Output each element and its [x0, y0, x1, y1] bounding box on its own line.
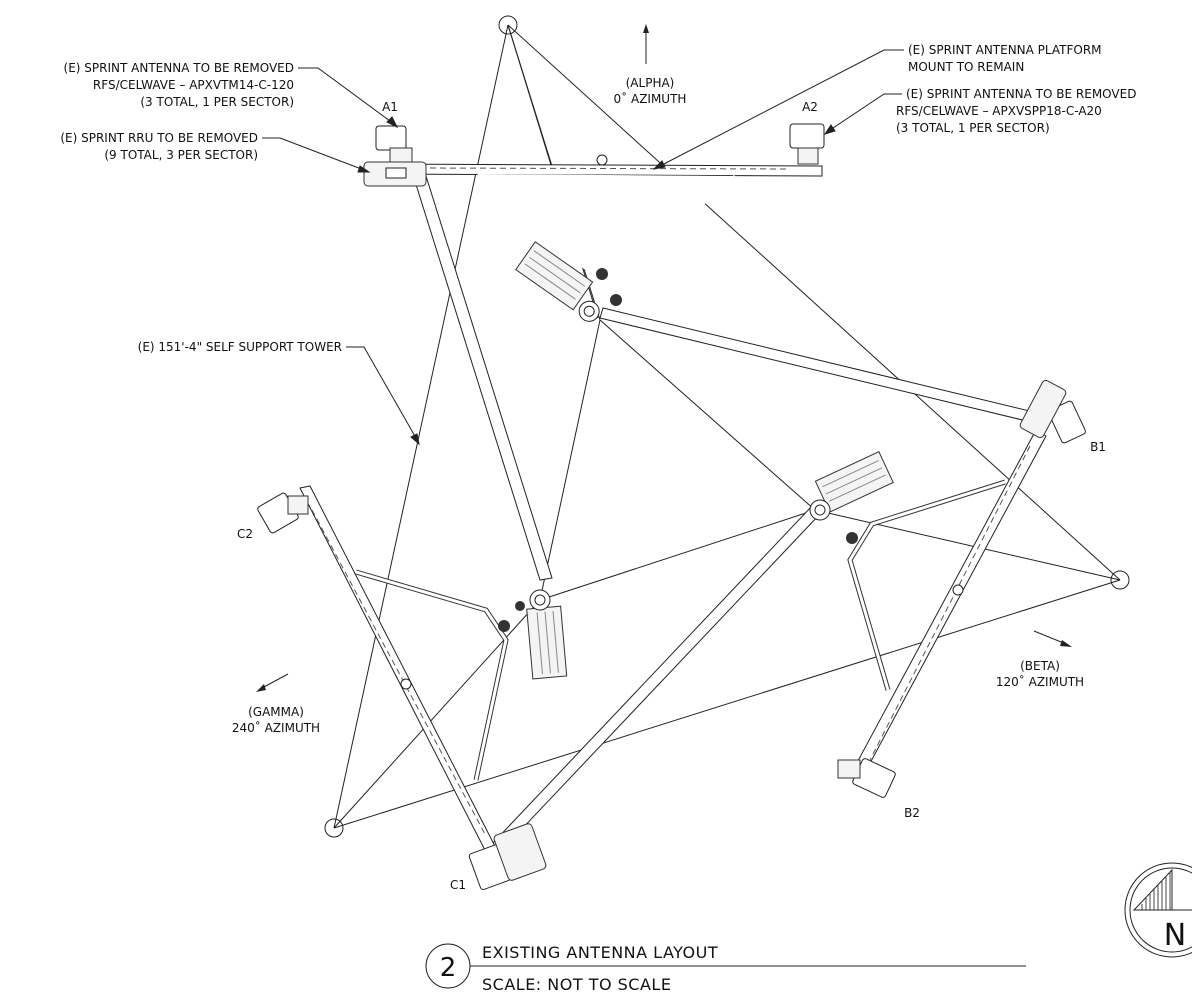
sector-alpha-azimuth: 0˚ AZIMUTH [614, 91, 687, 106]
detail-number: 2 [440, 953, 457, 983]
leader-lines [262, 49, 904, 446]
north-arrow: N [1124, 862, 1192, 958]
platform-beta [491, 429, 1047, 853]
sector-beta-azimuth: 120˚ AZIMUTH [996, 674, 1084, 689]
note-platform-line2: MOUNT TO REMAIN [908, 60, 1024, 74]
sector-beta-name: (BETA) [1020, 659, 1060, 673]
drawing-title: EXISTING ANTENNA LAYOUT [482, 943, 718, 962]
antenna-b1 [1019, 379, 1086, 444]
label-c1: C1 [450, 878, 466, 892]
platform-alpha [371, 154, 1043, 581]
note-antenna-a1-line3: (3 TOTAL, 1 PER SECTOR) [140, 95, 294, 109]
note-antenna-a2-line1: (E) SPRINT ANTENNA TO BE REMOVED [906, 87, 1136, 101]
label-c2: C2 [237, 527, 253, 541]
note-tower: (E) 151'-4" SELF SUPPORT TOWER [138, 340, 342, 354]
note-antenna-a2-line2: RFS/CELWAVE – APXVSPP18-C-A20 [896, 104, 1102, 118]
note-rru-line1: (E) SPRINT RRU TO BE REMOVED [60, 131, 258, 145]
antenna-c2 [257, 492, 309, 534]
mount-beta [809, 450, 894, 521]
drawing-scale: SCALE: NOT TO SCALE [482, 975, 671, 994]
beta-direction-arrow [1033, 630, 1072, 647]
note-antenna-a2-line3: (3 TOTAL, 1 PER SECTOR) [896, 121, 1050, 135]
tower-structure [324, 15, 1130, 838]
label-b2: B2 [904, 806, 920, 820]
mount-gamma [526, 589, 568, 680]
note-antenna-a1-line2: RFS/CELWAVE – APXVTM14-C-120 [93, 78, 294, 92]
sector-gamma-name: (GAMMA) [248, 705, 304, 719]
alpha-direction-arrow [643, 24, 649, 64]
north-letter: N [1164, 918, 1186, 953]
antenna-c1 [468, 823, 547, 890]
sector-gamma-azimuth: 240˚ AZIMUTH [232, 720, 320, 735]
mount-alpha [515, 241, 600, 322]
gamma-direction-arrow [256, 673, 289, 692]
platform-gamma [299, 485, 509, 861]
label-b1: B1 [1090, 440, 1106, 454]
title-block: 2 EXISTING ANTENNA LAYOUT SCALE: NOT TO … [425, 943, 1026, 994]
antenna-b2 [837, 758, 896, 798]
label-a1: A1 [382, 100, 398, 114]
antenna-a1 [363, 125, 427, 187]
note-antenna-a1-line1: (E) SPRINT ANTENNA TO BE REMOVED [64, 61, 294, 75]
note-platform-line1: (E) SPRINT ANTENNA PLATFORM [908, 43, 1102, 57]
note-rru-line2: (9 TOTAL, 3 PER SECTOR) [104, 148, 258, 162]
label-a2: A2 [802, 100, 818, 114]
antenna-a2 [789, 123, 825, 165]
sector-alpha-name: (ALPHA) [626, 76, 675, 90]
